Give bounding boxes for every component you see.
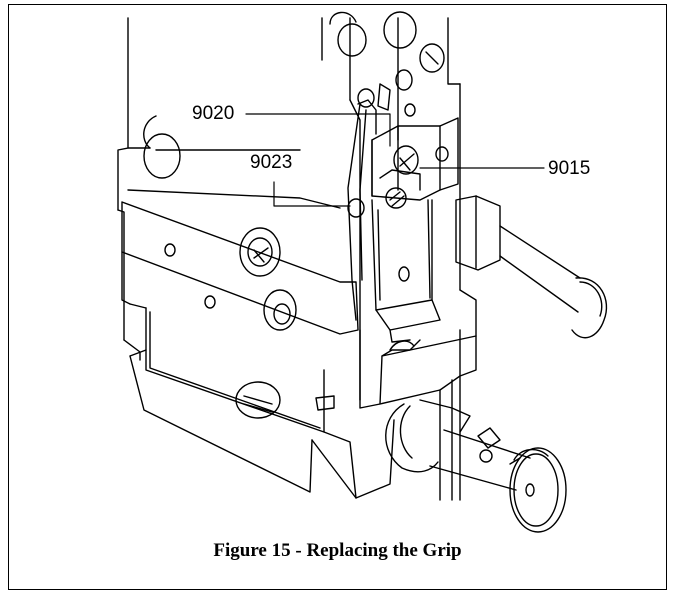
callout-9023: 9023 (250, 152, 293, 173)
base-block (359, 83, 477, 501)
screw-9020-icon (357, 88, 375, 108)
lower-tray (129, 307, 395, 499)
plate-hole-icon (164, 243, 176, 257)
grip-spring (347, 103, 367, 321)
knob-icon (239, 227, 281, 277)
grip-knob (385, 399, 567, 533)
leader-lines (245, 113, 545, 207)
front-plate (121, 201, 359, 335)
housing-hole-icon (143, 133, 181, 179)
center-column (321, 11, 461, 401)
slot-icon (235, 381, 281, 419)
callout-9020: 9020 (192, 103, 235, 124)
leader-9023 (273, 181, 351, 207)
screw-9015-icon (393, 145, 419, 175)
grip-handle (455, 195, 608, 339)
left-housing (117, 17, 341, 361)
grip-bracket (371, 117, 459, 343)
plate-hole-icon (204, 295, 216, 309)
knob-icon (263, 289, 297, 331)
grip-knob-icon (509, 447, 567, 533)
leader-9020 (245, 113, 391, 147)
callout-9015: 9015 (548, 158, 591, 179)
figure-caption: Figure 15 - Replacing the Grip (213, 540, 462, 561)
pin-9023-icon (347, 198, 365, 218)
